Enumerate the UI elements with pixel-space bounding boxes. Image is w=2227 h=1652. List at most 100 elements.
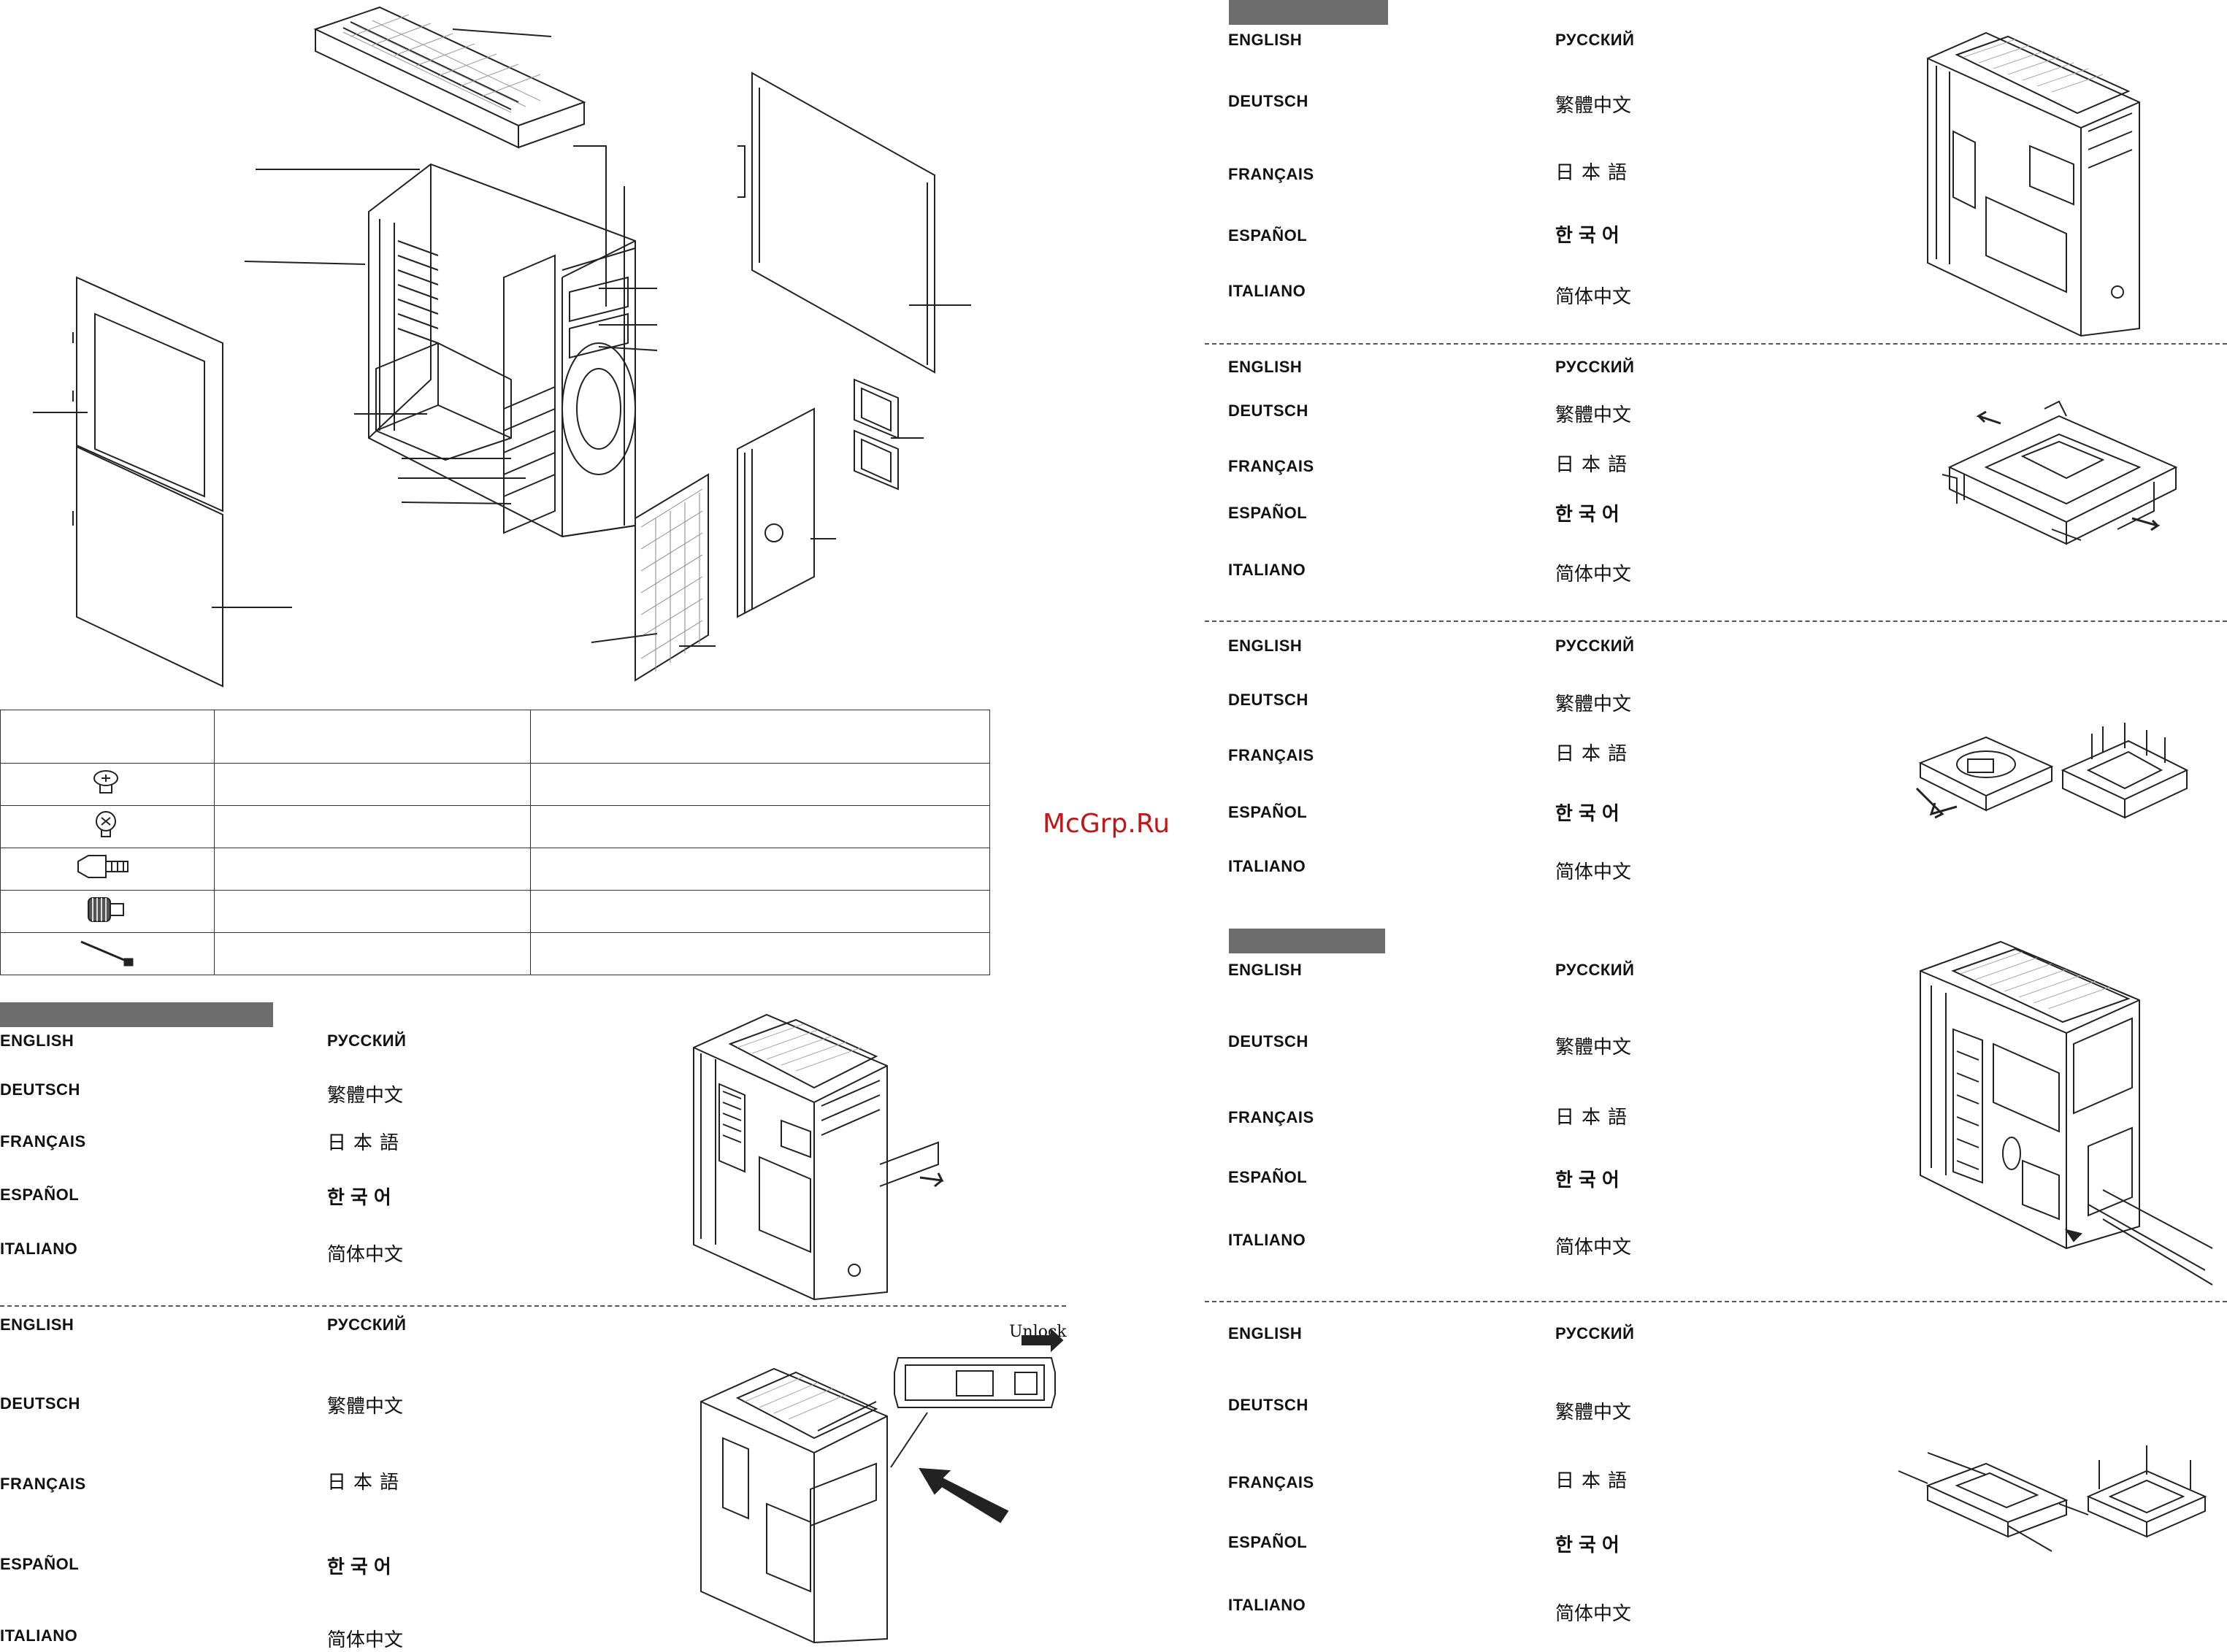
section-divider <box>0 1305 1066 1307</box>
lang-espanol: ESPAÑOL <box>1228 1533 1308 1551</box>
lang-francais: FRANÇAIS <box>1228 165 1314 183</box>
watermark-text: McGrp.Ru <box>1043 809 1170 839</box>
lang-espanol: ESPAÑOL <box>1228 803 1308 821</box>
lang-japanese: 日本語 <box>327 1472 407 1494</box>
lang-deutsch: DEUTSCH <box>1228 691 1308 709</box>
lang-english: ENGLISH <box>1228 358 1303 376</box>
ssd-install-diagram <box>1898 1445 2207 1552</box>
section-bar <box>0 1002 273 1027</box>
lang-deutsch: DEUTSCH <box>0 1394 80 1413</box>
cable-tie-icon <box>0 932 215 975</box>
lang-russian: РУССКИЙ <box>1555 358 1635 376</box>
lang-deutsch: DEUTSCH <box>1228 1032 1308 1050</box>
lang-traditional-chinese: 繁體中文 <box>1555 694 1632 715</box>
case-exploded-diagram <box>33 6 971 688</box>
lang-italiano: ITALIANO <box>1228 1231 1306 1249</box>
lang-espanol: ESPAÑOL <box>0 1186 80 1204</box>
lang-italiano: ITALIANO <box>1228 561 1306 579</box>
table-row <box>0 848 990 891</box>
lang-espanol: ESPAÑOL <box>1228 504 1308 522</box>
lang-francais: FRANÇAIS <box>1228 1473 1314 1491</box>
lang-japanese: 日本語 <box>1555 162 1635 184</box>
lang-simplified-chinese: 简体中文 <box>327 1629 404 1651</box>
lang-deutsch: DEUTSCH <box>1228 92 1308 110</box>
lang-japanese: 日本語 <box>1555 454 1635 476</box>
lang-english: ENGLISH <box>0 1031 74 1050</box>
parts-header-description <box>530 710 990 764</box>
table-row <box>0 805 990 848</box>
drive-insert-diagram <box>700 1328 1064 1644</box>
parts-header-name <box>214 710 531 764</box>
lang-traditional-chinese: 繁體中文 <box>1555 404 1632 426</box>
parts-table-header <box>0 710 990 764</box>
lang-korean: 한국어 <box>1555 803 1625 825</box>
lang-italiano: ITALIANO <box>1228 1596 1306 1614</box>
table-row <box>0 890 990 933</box>
case-assembled-diagram <box>1920 940 2213 1286</box>
screw-phillips-round-icon <box>0 805 215 848</box>
lang-english: ENGLISH <box>0 1315 74 1334</box>
lang-english: ENGLISH <box>1228 961 1303 979</box>
lang-francais: FRANÇAIS <box>1228 1108 1314 1126</box>
lang-japanese: 日本語 <box>327 1132 407 1154</box>
lang-deutsch: DEUTSCH <box>1228 402 1308 420</box>
lang-traditional-chinese: 繁體中文 <box>1555 1402 1632 1424</box>
case-assembled-diagram <box>693 1013 944 1301</box>
lang-simplified-chinese: 简体中文 <box>1555 286 1632 308</box>
parts-header-image <box>0 710 215 764</box>
lang-english: ENGLISH <box>1228 637 1303 655</box>
lang-simplified-chinese: 简体中文 <box>1555 1237 1632 1259</box>
lang-simplified-chinese: 简体中文 <box>1555 1603 1632 1625</box>
lang-espanol: ESPAÑOL <box>0 1555 80 1573</box>
lang-russian: РУССКИЙ <box>1555 637 1635 655</box>
case-assembled-diagram <box>1927 31 2140 337</box>
lang-traditional-chinese: 繁體中文 <box>327 1085 404 1107</box>
section-bar <box>1229 0 1388 25</box>
lang-traditional-chinese: 繁體中文 <box>1555 95 1632 117</box>
lang-korean: 한국어 <box>327 1187 397 1209</box>
lang-japanese: 日本語 <box>1555 743 1635 765</box>
lang-simplified-chinese: 简体中文 <box>1555 861 1632 883</box>
lang-simplified-chinese: 简体中文 <box>327 1244 404 1266</box>
lang-espanol: ESPAÑOL <box>1228 1168 1308 1186</box>
lang-francais: FRANÇAIS <box>0 1475 86 1493</box>
standoff-icon <box>0 848 215 891</box>
lang-francais: FRANÇAIS <box>0 1132 86 1150</box>
lang-simplified-chinese: 简体中文 <box>1555 564 1632 585</box>
hdd-install-diagram <box>1915 723 2189 819</box>
thumbscrew-icon <box>0 890 215 933</box>
lang-deutsch: DEUTSCH <box>1228 1396 1308 1414</box>
lang-korean: 한국어 <box>1555 225 1625 247</box>
lang-francais: FRANÇAIS <box>1228 457 1314 475</box>
lang-russian: РУССКИЙ <box>1555 961 1635 979</box>
lang-italiano: ITALIANO <box>1228 857 1306 875</box>
lang-korean: 한국어 <box>1555 504 1625 526</box>
table-row <box>0 763 990 806</box>
section-bar <box>1229 929 1385 953</box>
table-row <box>0 932 990 975</box>
lang-deutsch: DEUTSCH <box>0 1080 80 1099</box>
section-divider <box>1205 1301 2227 1302</box>
lang-korean: 한국어 <box>1555 1169 1625 1191</box>
lang-english: ENGLISH <box>1228 1324 1303 1342</box>
lang-japanese: 日本語 <box>1555 1107 1635 1129</box>
lang-italiano: ITALIANO <box>0 1626 78 1645</box>
lang-francais: FRANÇAIS <box>1228 746 1314 764</box>
lang-traditional-chinese: 繁體中文 <box>1555 1037 1632 1059</box>
lang-russian: РУССКИЙ <box>1555 31 1635 49</box>
lang-italiano: ITALIANO <box>1228 282 1306 300</box>
drive-tray-diagram <box>1942 400 2178 545</box>
section-divider <box>1205 621 2227 622</box>
lang-espanol: ESPAÑOL <box>1228 226 1308 245</box>
lang-english: ENGLISH <box>1228 31 1303 49</box>
lang-russian: РУССКИЙ <box>327 1315 407 1334</box>
screw-phillips-flat-icon <box>0 763 215 806</box>
section-divider <box>1205 343 2227 345</box>
lang-japanese: 日本語 <box>1555 1470 1635 1492</box>
lang-russian: РУССКИЙ <box>1555 1324 1635 1342</box>
lang-korean: 한국어 <box>1555 1534 1625 1556</box>
lang-traditional-chinese: 繁體中文 <box>327 1396 404 1418</box>
lang-korean: 한국어 <box>327 1556 397 1578</box>
parts-table <box>0 710 990 975</box>
lang-italiano: ITALIANO <box>0 1240 78 1258</box>
